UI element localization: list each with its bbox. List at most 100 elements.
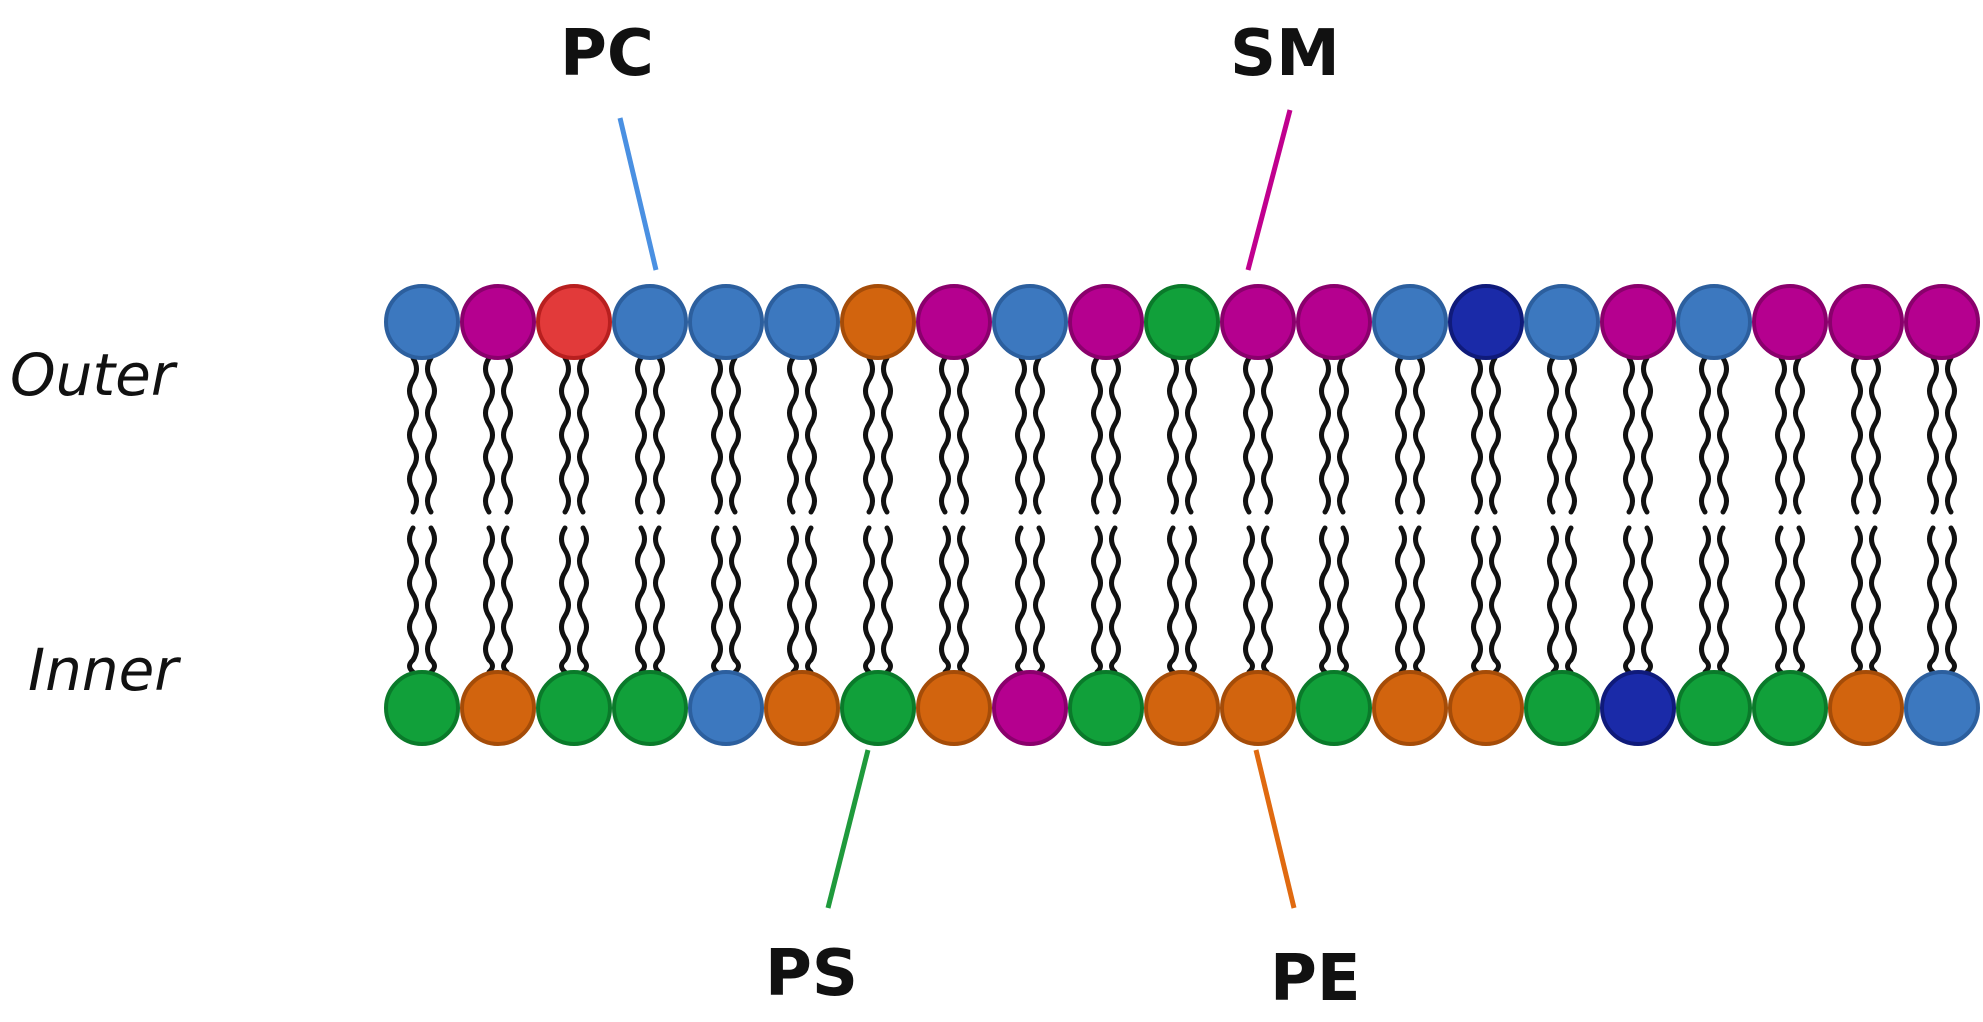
fatty-acid-tail xyxy=(1793,525,1805,675)
outer-head-sm xyxy=(1600,284,1676,360)
fatty-acid-tail xyxy=(1015,355,1027,515)
fatty-acid-tail xyxy=(559,525,571,675)
inner-head-pe xyxy=(1448,670,1524,746)
fatty-acid-tail xyxy=(1167,525,1179,675)
outer-head-pe xyxy=(840,284,916,360)
inner-head-pc xyxy=(688,670,764,746)
ps-callout-line xyxy=(825,749,871,909)
fatty-acid-tail xyxy=(1185,525,1197,675)
fatty-acid-tail xyxy=(1109,525,1121,675)
inner-head-ps xyxy=(1676,670,1752,746)
fatty-acid-tail xyxy=(1699,525,1711,675)
pe-callout-line xyxy=(1253,749,1297,909)
pc-callout-label: PC xyxy=(560,17,654,91)
fatty-acid-tail xyxy=(1851,525,1863,675)
fatty-acid-tail xyxy=(1869,355,1881,515)
fatty-acid-tail xyxy=(635,355,647,515)
inner-head-ps xyxy=(1068,670,1144,746)
fatty-acid-tail xyxy=(1927,525,1939,675)
fatty-acid-tail xyxy=(1623,355,1635,515)
fatty-acid-tail xyxy=(1091,525,1103,675)
inner-head-pe xyxy=(1144,670,1220,746)
fatty-acid-tail xyxy=(1261,525,1273,675)
outer-head-sm xyxy=(460,284,536,360)
outer-head-sm xyxy=(1220,284,1296,360)
fatty-acid-tail xyxy=(577,355,589,515)
inner-head-pc xyxy=(1904,670,1980,746)
fatty-acid-tail xyxy=(425,525,437,675)
inner-head-ps xyxy=(384,670,460,746)
fatty-acid-tail xyxy=(1945,355,1957,515)
fatty-acid-tail xyxy=(407,355,419,515)
fatty-acid-tail xyxy=(1489,525,1501,675)
fatty-acid-tail xyxy=(1641,355,1653,515)
fatty-acid-tail xyxy=(1851,355,1863,515)
fatty-acid-tail xyxy=(1319,355,1331,515)
inner-leaflet-label: Inner xyxy=(28,636,181,704)
fatty-acid-tail xyxy=(1395,355,1407,515)
outer-head-sm xyxy=(916,284,992,360)
outer-leaflet-heads xyxy=(384,284,1980,360)
pe-callout-label: PE xyxy=(1270,942,1361,1016)
outer-head-sm xyxy=(1068,284,1144,360)
outer-head-pc xyxy=(688,284,764,360)
fatty-acid-tail xyxy=(1623,525,1635,675)
inner-head-ps xyxy=(612,670,688,746)
inner-head-ps xyxy=(1296,670,1372,746)
outer-head-pc xyxy=(764,284,840,360)
fatty-acid-tail xyxy=(407,525,419,675)
fatty-acid-tail xyxy=(1775,525,1787,675)
inner-head-ps xyxy=(840,670,916,746)
outer-leaflet-tails xyxy=(407,355,1957,515)
fatty-acid-tail xyxy=(1413,355,1425,515)
fatty-acid-tail xyxy=(1565,355,1577,515)
fatty-acid-tail xyxy=(1699,355,1711,515)
fatty-acid-tail xyxy=(1337,355,1349,515)
fatty-acid-tail xyxy=(635,525,647,675)
inner-leaflet-tails xyxy=(407,525,1957,675)
outer-head-pc xyxy=(1524,284,1600,360)
fatty-acid-tail xyxy=(577,525,589,675)
inner-head-pe xyxy=(1828,670,1904,746)
fatty-acid-tail xyxy=(1945,525,1957,675)
inner-head-pe xyxy=(460,670,536,746)
fatty-acid-tail xyxy=(863,525,875,675)
fatty-acid-tail xyxy=(483,355,495,515)
fatty-acid-tail xyxy=(1565,525,1577,675)
fatty-acid-tail xyxy=(787,355,799,515)
fatty-acid-tail xyxy=(805,355,817,515)
fatty-acid-tail xyxy=(1091,355,1103,515)
fatty-acid-tail xyxy=(1413,525,1425,675)
fatty-acid-tail xyxy=(1015,525,1027,675)
fatty-acid-tail xyxy=(1395,525,1407,675)
fatty-acid-tail xyxy=(729,525,741,675)
fatty-acid-tail xyxy=(501,525,513,675)
inner-head-sm xyxy=(992,670,1068,746)
fatty-acid-tail xyxy=(1775,355,1787,515)
fatty-acid-tail xyxy=(711,525,723,675)
fatty-acid-tail xyxy=(483,525,495,675)
fatty-acid-tail xyxy=(957,355,969,515)
fatty-acid-tail xyxy=(805,525,817,675)
fatty-acid-tail xyxy=(787,525,799,675)
fatty-acid-tail xyxy=(1489,355,1501,515)
outer-head-sm xyxy=(1296,284,1372,360)
inner-head-pe xyxy=(1372,670,1448,746)
fatty-acid-tail xyxy=(1033,525,1045,675)
fatty-acid-tail xyxy=(863,355,875,515)
fatty-acid-tail xyxy=(1261,355,1273,515)
fatty-acid-tail xyxy=(957,525,969,675)
fatty-acid-tail xyxy=(1869,525,1881,675)
outer-leaflet-label: Outer xyxy=(10,341,178,409)
outer-head-ps xyxy=(1144,284,1220,360)
fatty-acid-tail xyxy=(1547,355,1559,515)
fatty-acid-tail xyxy=(1927,355,1939,515)
inner-head-navy xyxy=(1600,670,1676,746)
fatty-acid-tail xyxy=(1185,355,1197,515)
outer-head-pc xyxy=(1372,284,1448,360)
sm-callout-label: SM xyxy=(1230,17,1340,91)
outer-head-sm xyxy=(1752,284,1828,360)
fatty-acid-tail xyxy=(425,355,437,515)
inner-head-pe xyxy=(764,670,840,746)
inner-head-ps xyxy=(536,670,612,746)
